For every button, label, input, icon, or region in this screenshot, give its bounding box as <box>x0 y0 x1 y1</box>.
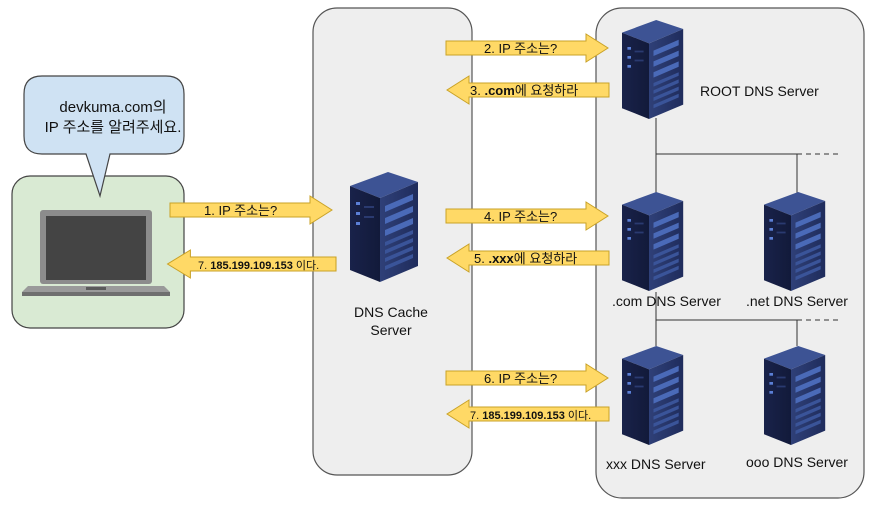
speech-bubble <box>23 75 185 199</box>
arrow-6-label: 6. IP 주소는? <box>484 371 558 386</box>
bubble-line-1: devkuma.com의 <box>59 99 167 116</box>
com-server-icon <box>622 192 684 291</box>
cache-server-label-line2: Server <box>370 322 412 338</box>
arrow-3-label: 3. .com에 요청하라 <box>470 83 579 98</box>
arrow-1-label: 1. IP 주소는? <box>204 203 278 218</box>
arrow-2-label: 2. IP 주소는? <box>484 41 558 56</box>
net-server-icon <box>764 192 826 291</box>
xxx-server-label: xxx DNS Server <box>606 456 706 472</box>
bubble-line-2: IP 주소를 알려주세요. <box>44 119 182 136</box>
ooo-server-icon <box>764 346 826 445</box>
arrow-4-label: 4. IP 주소는? <box>484 209 558 224</box>
net-server-label: .net DNS Server <box>746 293 848 309</box>
cache-server-label-line1: DNS Cache <box>354 304 428 320</box>
xxx-server-icon <box>622 346 684 445</box>
root-server-label: ROOT DNS Server <box>700 83 819 99</box>
root-server-icon <box>622 20 684 120</box>
cache-server-label: DNS Cache Server <box>336 303 446 339</box>
cache-server-icon <box>350 172 418 282</box>
arrow-5-label: 5. .xxx에 요청하라 <box>474 251 578 266</box>
hierarchy-lines <box>655 118 842 346</box>
com-server-label: .com DNS Server <box>612 293 721 309</box>
ooo-server-label: ooo DNS Server <box>746 454 848 470</box>
bubble-text: devkuma.com의 IP 주소를 알려주세요. <box>38 98 188 138</box>
arrow-7-right-label: 7. 185.199.109.153 이다. <box>470 410 592 422</box>
arrow-7-left-label: 7. 185.199.109.153 이다. <box>198 260 320 272</box>
laptop-icon <box>22 210 170 296</box>
